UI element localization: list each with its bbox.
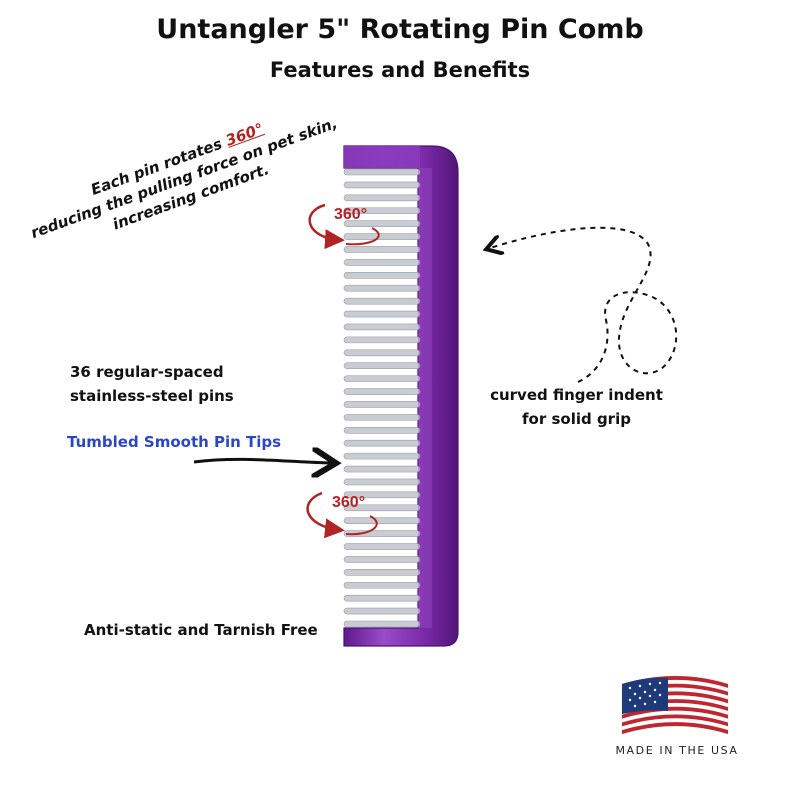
comb-pin: [343, 517, 421, 524]
pins-callout: 36 regular-spaced stainless-steel pins: [70, 360, 234, 408]
comb-pin: [343, 543, 421, 550]
comb-pin: [343, 556, 421, 563]
comb-pin: [343, 401, 421, 408]
comb-pin: [343, 594, 421, 602]
pins-line1: 36 regular-spaced: [70, 363, 224, 381]
comb-pin: [343, 452, 421, 460]
comb-image: [343, 145, 459, 647]
comb-pin: [343, 272, 421, 279]
indent-line2: for solid grip: [522, 410, 631, 428]
rotation-arrow-icon: 360°: [308, 203, 380, 250]
comb-pin: [343, 310, 421, 318]
comb-pin: [343, 181, 421, 189]
pointer-arrow-icon: [193, 459, 330, 463]
comb-pin: [343, 246, 421, 253]
comb-pin: [343, 569, 421, 576]
page-title: Untangler 5" Rotating Pin Comb: [156, 14, 644, 45]
comb-pin: [343, 284, 421, 292]
comb-pin: [343, 504, 421, 512]
usa-flag-icon: [621, 675, 729, 735]
comb-pin: [343, 620, 421, 628]
comb-pin: [343, 207, 421, 215]
flag-stripe: [622, 722, 728, 734]
anti-static-callout: Anti-static and Tarnish Free: [84, 621, 318, 639]
comb-pin: [343, 362, 421, 370]
tips-callout: Tumbled Smooth Pin Tips: [67, 433, 282, 451]
made-in-usa-label: MADE IN THE USA: [615, 744, 739, 757]
comb-pin: [343, 478, 421, 486]
comb-pin: [343, 259, 421, 266]
comb-pins: [343, 168, 421, 628]
comb-pin: [343, 220, 421, 227]
comb-pin: [343, 297, 421, 305]
comb-pin: [343, 336, 421, 344]
indent-callout: curved finger indent for solid grip: [484, 383, 669, 431]
comb-pin: [343, 491, 421, 499]
comb-pin: [343, 607, 421, 615]
rotation-arrow-icon: 360°: [306, 491, 378, 539]
comb-pin: [343, 168, 421, 176]
comb-pin: [343, 388, 421, 395]
page-subtitle: Features and Benefits: [269, 58, 531, 82]
degree-badge-top: 360°: [334, 206, 367, 223]
comb-pin: [343, 581, 421, 589]
comb-pin: [343, 375, 421, 382]
comb-pin: [343, 194, 421, 202]
comb-pin: [343, 426, 421, 434]
indent-line1: curved finger indent: [490, 386, 663, 404]
comb-pin: [343, 414, 421, 421]
flag-stripe: [622, 714, 728, 727]
comb-pin: [343, 465, 421, 473]
curly-arrow-icon: [490, 226, 678, 383]
comb-pin: [343, 349, 421, 357]
comb-pin: [343, 323, 421, 331]
comb-pin: [343, 233, 421, 240]
comb-pin: [343, 439, 421, 447]
pins-line2: stainless-steel pins: [70, 387, 234, 405]
degree-badge-bottom: 360°: [332, 494, 365, 511]
